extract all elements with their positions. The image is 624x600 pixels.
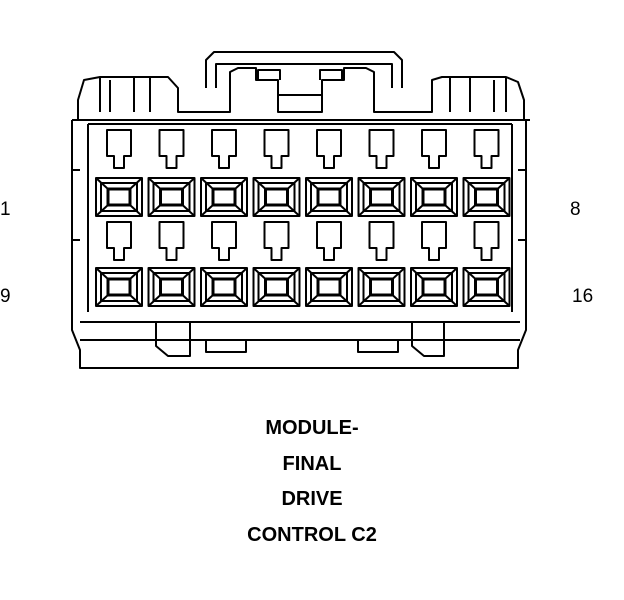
bottom-tab-left — [155, 322, 191, 357]
pin-cavity-6 — [357, 177, 406, 217]
right-ear-ribs — [449, 77, 507, 112]
terminal-key-14 — [368, 221, 395, 261]
pin-cavity-13 — [305, 267, 353, 307]
pin-cavity-15 — [410, 267, 458, 307]
pin-cavities — [95, 129, 511, 307]
pin-cavity-2 — [147, 177, 196, 217]
terminal-key-6 — [368, 129, 395, 169]
terminal-key-7 — [421, 129, 447, 169]
pin-cavity-9 — [95, 267, 143, 307]
pin-label-9: 9 — [0, 286, 11, 307]
pin-label-8: 8 — [570, 199, 581, 220]
terminal-key-16 — [473, 221, 500, 261]
pin-cavity-12 — [252, 267, 301, 307]
terminal-key-11 — [211, 221, 237, 261]
pin-label-1: 1 — [0, 199, 11, 220]
terminal-key-1 — [106, 129, 132, 169]
caption-line-1: MODULE- — [265, 417, 359, 439]
terminal-key-8 — [473, 129, 500, 169]
bottom-tab-right — [411, 322, 445, 357]
terminal-key-12 — [263, 221, 290, 261]
terminal-key-5 — [316, 129, 342, 169]
pin-label-16: 16 — [572, 286, 594, 307]
pin-cavity-4 — [252, 177, 301, 217]
connector-housing — [71, 51, 530, 369]
pin-cavity-11 — [200, 267, 248, 307]
terminal-key-9 — [106, 221, 132, 261]
terminal-key-2 — [158, 129, 185, 169]
pin-cavity-1 — [95, 177, 143, 217]
inner-frame — [80, 123, 520, 341]
pin-cavity-5 — [305, 177, 353, 217]
terminal-key-4 — [263, 129, 290, 169]
terminal-key-15 — [421, 221, 447, 261]
housing-outline — [71, 67, 530, 369]
latch — [205, 51, 403, 113]
caption-line-4: CONTROL C2 — [247, 524, 377, 546]
side-rails — [72, 169, 526, 241]
pin-cavity-16 — [462, 267, 511, 307]
pin-cavity-3 — [200, 177, 248, 217]
pin-cavity-14 — [357, 267, 406, 307]
terminal-key-3 — [211, 129, 237, 169]
bottom-slot-right — [357, 339, 399, 353]
caption-line-2: FINAL — [282, 453, 342, 475]
pin-cavity-8 — [462, 177, 511, 217]
pin-cavity-7 — [410, 177, 458, 217]
pin-cavity-10 — [147, 267, 196, 307]
left-ear-ribs — [99, 77, 151, 112]
terminal-key-10 — [158, 221, 185, 261]
bottom-slot-left — [205, 339, 247, 353]
caption-line-3: DRIVE — [281, 488, 343, 510]
terminal-key-13 — [316, 221, 342, 261]
